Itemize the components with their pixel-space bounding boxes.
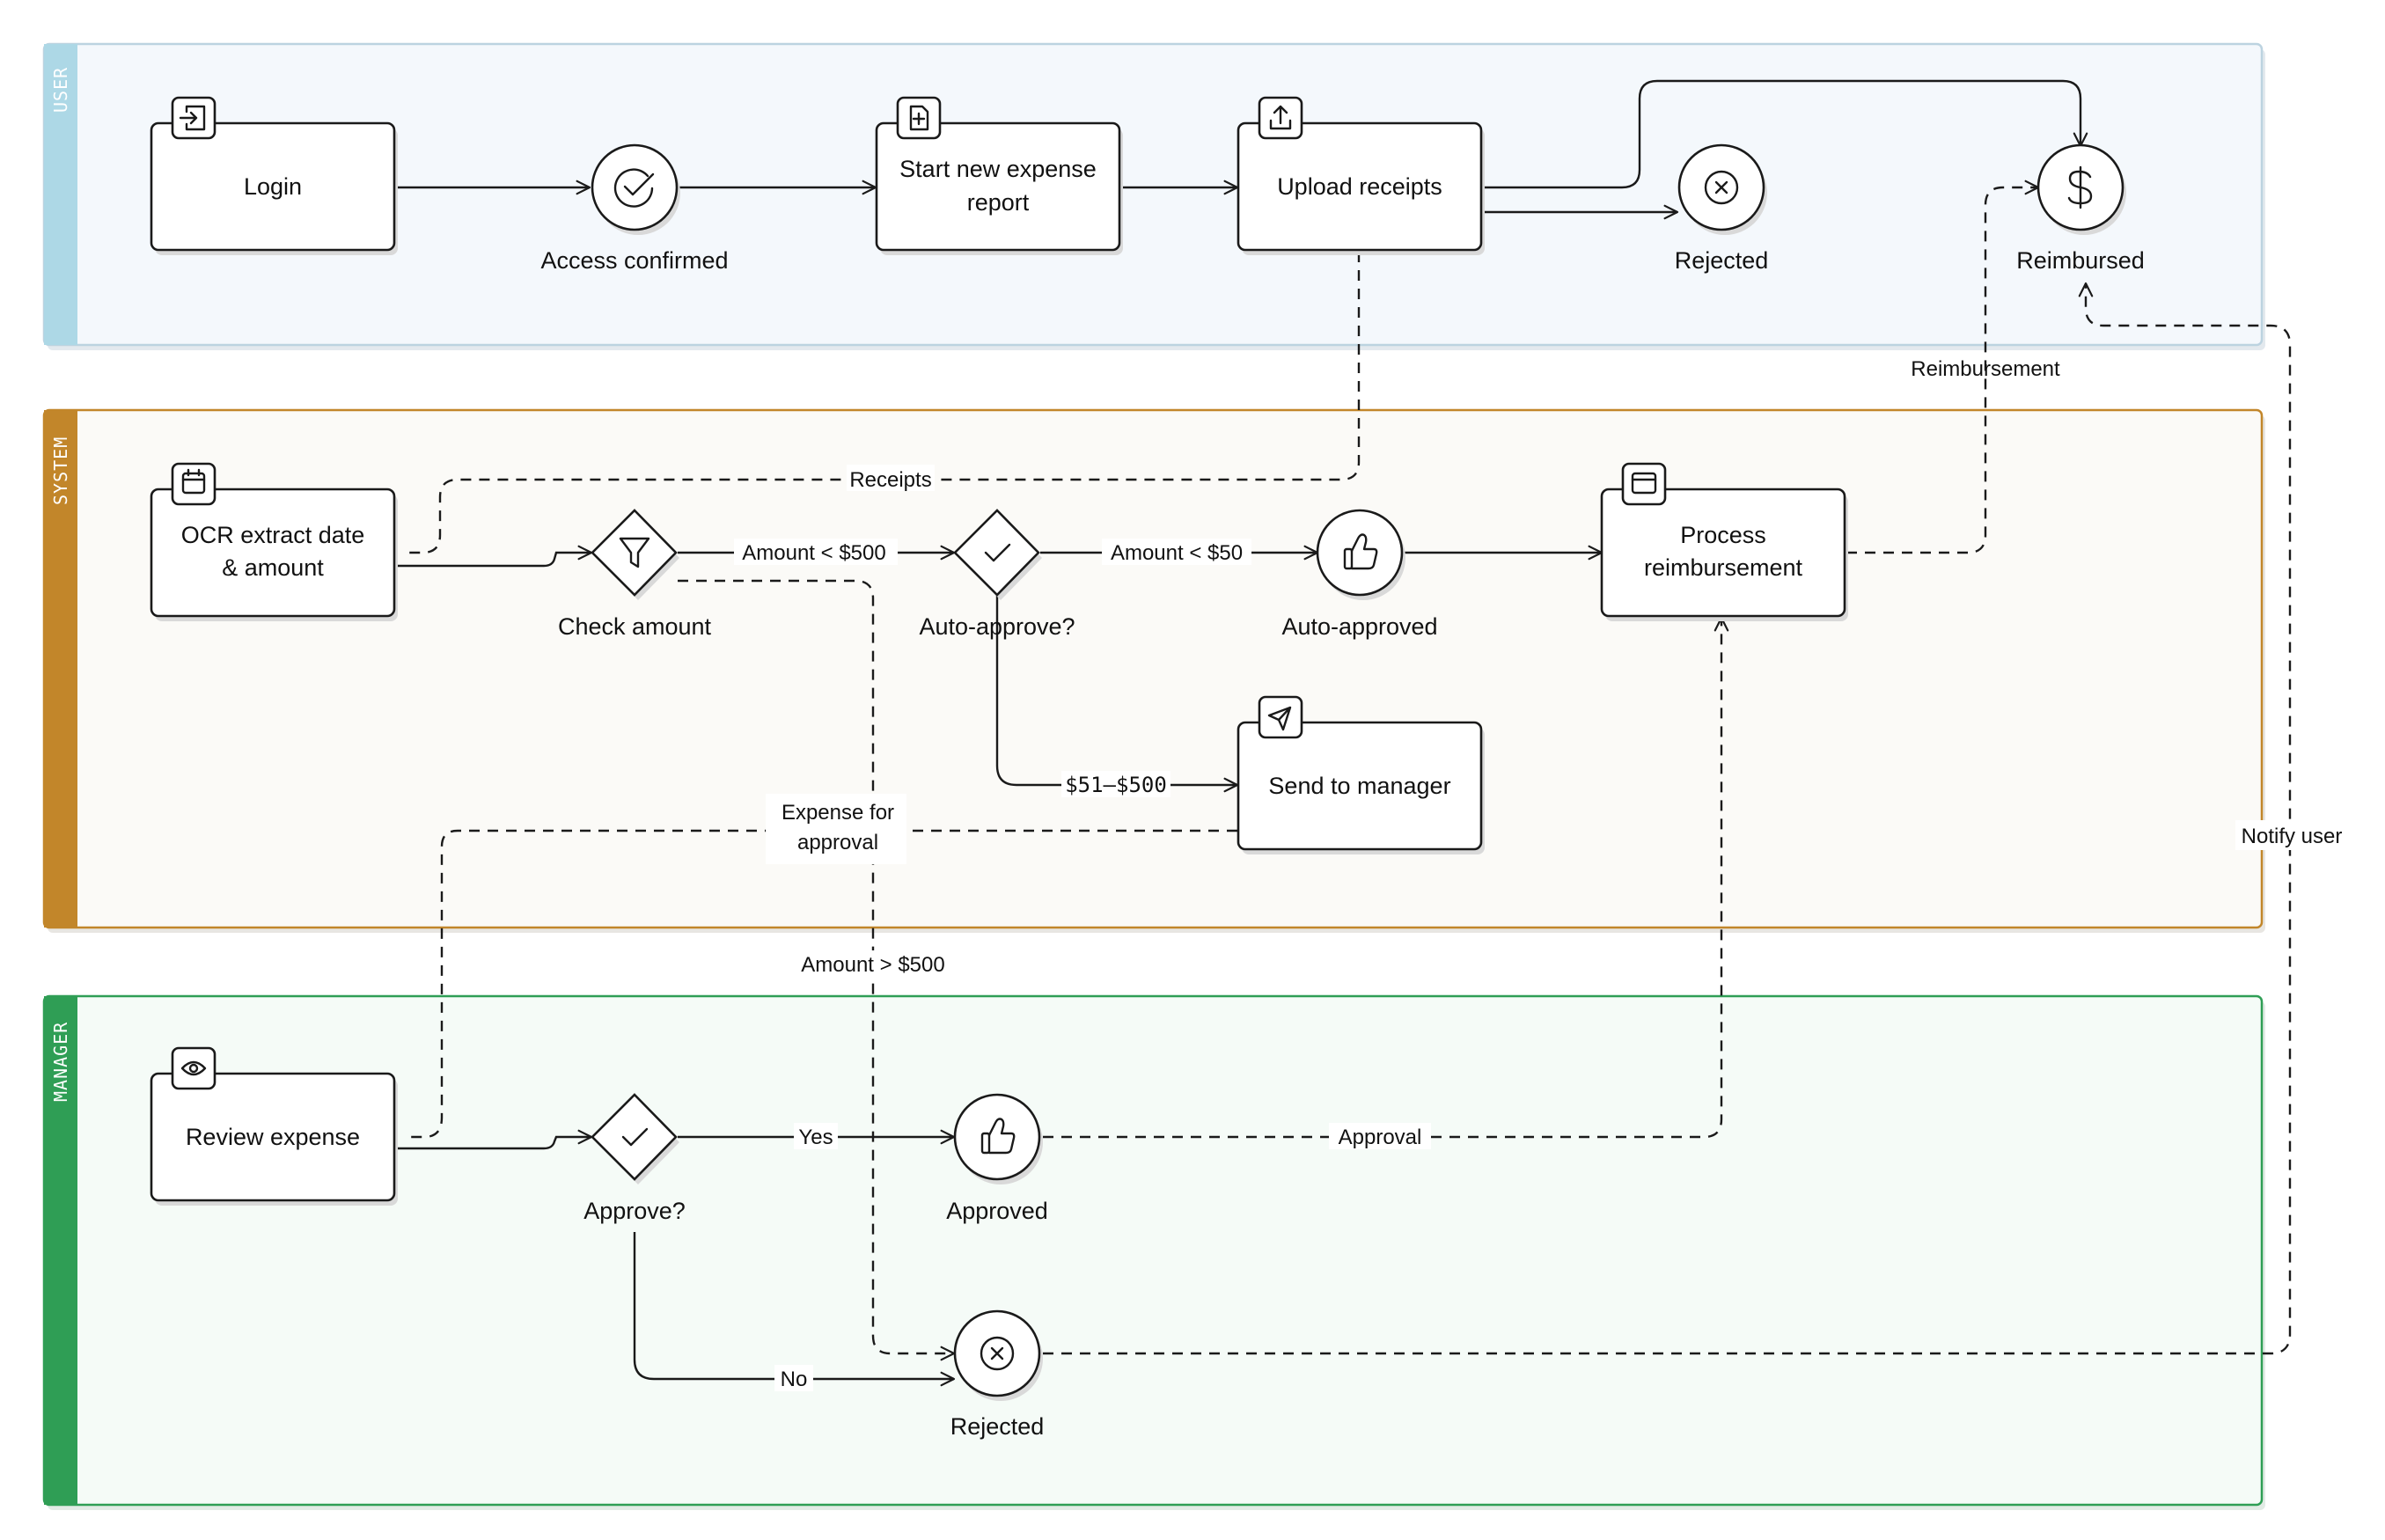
edge-approve-rejected bbox=[633, 1232, 956, 1387]
dollar-icon bbox=[2067, 165, 2093, 209]
edge-label-reimbursement: Reimbursement bbox=[1911, 357, 2060, 381]
node-review-expense-label: Review expense bbox=[186, 1124, 360, 1150]
node-auto-approve[interactable]: Auto-approve? bbox=[919, 509, 1075, 640]
node-process-reimbursement-label-line1: Process bbox=[1680, 522, 1766, 548]
edge-receipts bbox=[405, 252, 1361, 554]
check-icon bbox=[621, 1127, 649, 1147]
edge-notify-user bbox=[1043, 282, 2292, 1355]
lane-manager-title: MANAGER bbox=[50, 1022, 71, 1102]
node-upload-receipts[interactable]: Upload receipts bbox=[1237, 96, 1485, 255]
node-ocr[interactable]: OCR extract date & amount bbox=[150, 462, 398, 621]
node-approved-label: Approved bbox=[946, 1198, 1048, 1224]
edge-label-expense-for-approval-line2: approval bbox=[797, 831, 878, 854]
edge-label-yes: Yes bbox=[798, 1126, 833, 1149]
node-ocr-label-line2: & amount bbox=[222, 554, 324, 581]
edge-review-approve bbox=[394, 1129, 593, 1150]
node-rejected-user[interactable]: Rejected bbox=[1675, 143, 1769, 274]
edge-approval bbox=[1043, 616, 1729, 1139]
node-approve[interactable]: Approve? bbox=[583, 1093, 686, 1224]
node-review-expense[interactable]: Review expense bbox=[150, 1046, 398, 1206]
node-reimbursed[interactable]: Reimbursed bbox=[2016, 143, 2145, 274]
node-start-report-label-line1: Start new expense bbox=[899, 156, 1097, 182]
edge-label-amount-lt-500: Amount < $500 bbox=[742, 541, 885, 565]
node-rejected-manager-label: Rejected bbox=[950, 1413, 1045, 1440]
node-approve-label: Approve? bbox=[583, 1198, 686, 1224]
calendar-icon bbox=[181, 468, 206, 495]
node-reimbursed-label: Reimbursed bbox=[2016, 247, 2145, 274]
node-send-to-manager-label: Send to manager bbox=[1268, 773, 1450, 799]
node-auto-approve-label: Auto-approve? bbox=[919, 613, 1075, 640]
x-circle-icon bbox=[980, 1336, 1015, 1371]
node-rejected-manager[interactable]: Rejected bbox=[950, 1309, 1045, 1440]
filter-icon bbox=[619, 537, 650, 568]
eye-icon bbox=[180, 1060, 207, 1076]
edge-label-amount-gt-500: Amount > $500 bbox=[801, 953, 944, 977]
lane-user-title: USER bbox=[50, 67, 71, 113]
edge-label-receipts: Receipts bbox=[849, 468, 931, 492]
node-process-reimbursement-label-line2: reimbursement bbox=[1644, 554, 1803, 581]
edge-labels: Receipts Amount < $500 Amount < $50 $51–… bbox=[734, 357, 2350, 1391]
edge-label-amount-lt-50: Amount < $50 bbox=[1111, 541, 1243, 565]
node-auto-approved-label: Auto-approved bbox=[1281, 613, 1437, 640]
edge-expense-for-approval bbox=[405, 829, 1237, 1139]
edge-auto-sendmanager bbox=[995, 594, 1239, 793]
credit-card-icon bbox=[1631, 472, 1657, 495]
edge-label-notify-user: Notify user bbox=[2242, 825, 2343, 848]
edge-label-no: No bbox=[781, 1368, 808, 1391]
edge-label-range-51-500: $51–$500 bbox=[1065, 773, 1167, 797]
login-icon bbox=[179, 105, 206, 131]
thumbs-up-icon bbox=[980, 1118, 1016, 1155]
node-upload-receipts-label: Upload receipts bbox=[1277, 173, 1442, 200]
lane-user: USER bbox=[42, 42, 2265, 350]
node-process-reimbursement[interactable]: Process reimbursement bbox=[1600, 462, 1848, 621]
node-access-confirmed-label: Access confirmed bbox=[540, 247, 728, 274]
edge-ocr-check bbox=[394, 545, 593, 568]
node-auto-approved[interactable]: Auto-approved bbox=[1281, 509, 1438, 640]
edge-label-expense-for-approval-line1: Expense for bbox=[782, 801, 894, 825]
check-circle-icon bbox=[613, 168, 655, 208]
node-login-label: Login bbox=[244, 173, 302, 200]
file-plus-icon bbox=[909, 105, 929, 131]
node-rejected-user-label: Rejected bbox=[1675, 247, 1769, 274]
node-check-amount[interactable]: Check amount bbox=[558, 509, 712, 640]
send-icon bbox=[1267, 706, 1292, 731]
node-check-amount-label: Check amount bbox=[558, 613, 712, 640]
edge-reimbursement bbox=[1846, 180, 2040, 554]
edge-label-approval: Approval bbox=[1339, 1126, 1422, 1149]
node-start-report[interactable]: Start new expense report bbox=[875, 96, 1123, 255]
check-icon bbox=[984, 543, 1011, 562]
lane-system-title: SYSTEM bbox=[50, 436, 71, 505]
node-access-confirmed[interactable]: Access confirmed bbox=[540, 143, 729, 274]
node-start-report-label-line2: report bbox=[967, 189, 1030, 216]
node-send-to-manager[interactable]: Send to manager bbox=[1237, 695, 1485, 854]
edge-upload-reimbursed bbox=[1481, 79, 2088, 189]
node-login[interactable]: Login bbox=[150, 96, 398, 255]
thumbs-up-icon bbox=[1343, 533, 1378, 570]
x-circle-icon bbox=[1704, 170, 1739, 205]
node-ocr-label-line1: OCR extract date bbox=[181, 522, 365, 548]
node-approved[interactable]: Approved bbox=[946, 1093, 1048, 1224]
upload-icon bbox=[1269, 105, 1292, 130]
